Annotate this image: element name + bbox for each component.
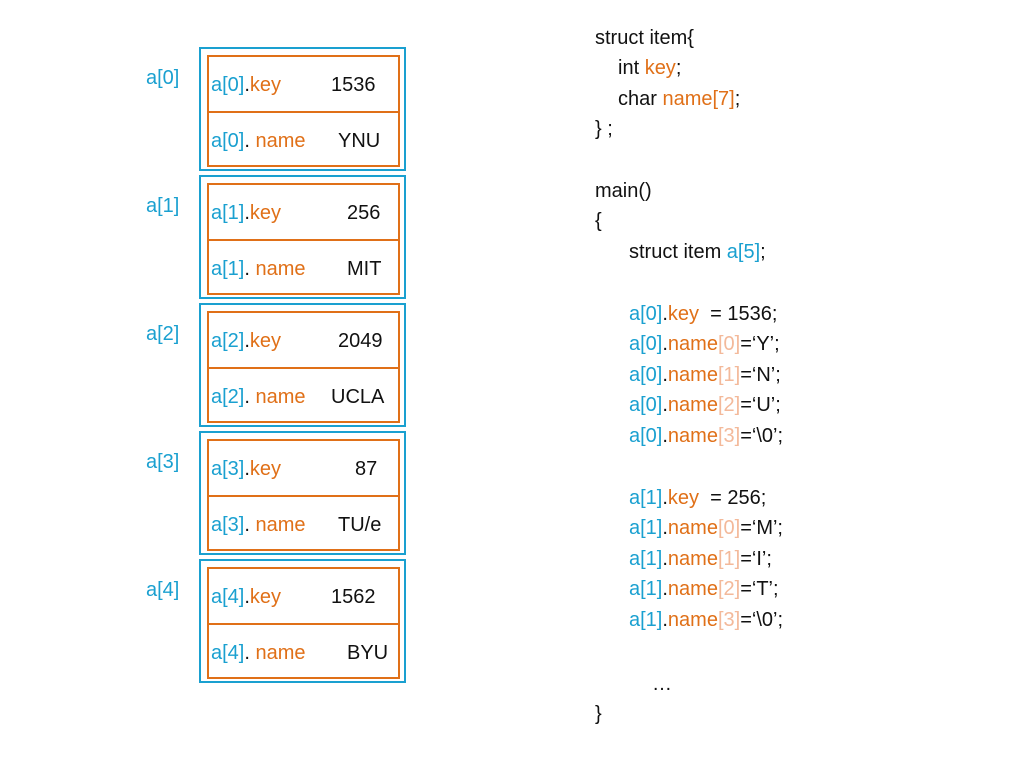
array-element-box <box>199 175 406 299</box>
array-element-box <box>199 559 406 683</box>
name-value: BYU <box>347 642 389 664</box>
assignment-line: a[1].name[2]=‘T’; <box>629 578 779 600</box>
key-field-label: a[0].key <box>211 74 282 96</box>
name-value: MIT <box>347 258 382 280</box>
array-element-box <box>199 47 406 171</box>
array-element-box <box>199 303 406 427</box>
main-signature: main() <box>595 180 652 202</box>
array-declaration: struct item a[5]; <box>629 241 766 263</box>
field-divider <box>209 239 398 241</box>
key-field-label: a[2].key <box>211 330 282 352</box>
array-element-box <box>199 431 406 555</box>
assignment-line: a[0].name[3]=‘\0’; <box>629 425 784 447</box>
struct-member-key: int key; <box>618 57 682 79</box>
field-divider <box>209 111 398 113</box>
name-field-label: a[1]. name <box>211 258 306 280</box>
key-field-label: a[1].key <box>211 202 282 224</box>
key-value: 256 <box>347 202 381 224</box>
field-divider <box>209 623 398 625</box>
assignment-line: a[0].key = 1536; <box>629 303 778 325</box>
main-brace-open: { <box>595 210 602 232</box>
name-field-label: a[0]. name <box>211 130 306 152</box>
array-index-label: a[3] <box>146 451 180 473</box>
key-value: 1562 <box>331 586 376 608</box>
name-field-label: a[4]. name <box>211 642 306 664</box>
struct-declaration: struct item{ <box>595 27 694 49</box>
key-value: 2049 <box>338 330 383 352</box>
struct-fields-box <box>207 567 400 679</box>
key-value: 1536 <box>331 74 376 96</box>
main-brace-close: } <box>595 703 602 725</box>
name-field-label: a[2]. name <box>211 386 306 408</box>
struct-fields-box <box>207 183 400 295</box>
name-value: YNU <box>338 130 381 152</box>
key-field-label: a[4].key <box>211 586 282 608</box>
struct-fields-box <box>207 311 400 423</box>
ellipsis: … <box>652 673 672 695</box>
assignment-line: a[1].key = 256; <box>629 487 767 509</box>
assignment-line: a[0].name[1]=‘N’; <box>629 364 781 386</box>
struct-member-name: char name[7]; <box>618 88 741 110</box>
struct-fields-box <box>207 439 400 551</box>
key-value: 87 <box>355 458 378 480</box>
assignment-line: a[1].name[0]=‘M’; <box>629 517 783 539</box>
name-value: TU/e <box>338 514 382 536</box>
array-index-label: a[1] <box>146 195 180 217</box>
array-index-label: a[0] <box>146 67 180 89</box>
key-field-label: a[3].key <box>211 458 282 480</box>
field-divider <box>209 495 398 497</box>
struct-fields-box <box>207 55 400 167</box>
array-index-label: a[4] <box>146 579 180 601</box>
name-value: UCLA <box>331 386 385 408</box>
field-divider <box>209 367 398 369</box>
assignment-line: a[0].name[0]=‘Y’; <box>629 333 780 355</box>
assignment-line: a[1].name[1]=‘I’; <box>629 548 772 570</box>
assignment-line: a[1].name[3]=‘\0’; <box>629 609 784 631</box>
assignment-line: a[0].name[2]=‘U’; <box>629 394 781 416</box>
name-field-label: a[3]. name <box>211 514 306 536</box>
array-index-label: a[2] <box>146 323 180 345</box>
struct-close: } ; <box>595 118 613 140</box>
